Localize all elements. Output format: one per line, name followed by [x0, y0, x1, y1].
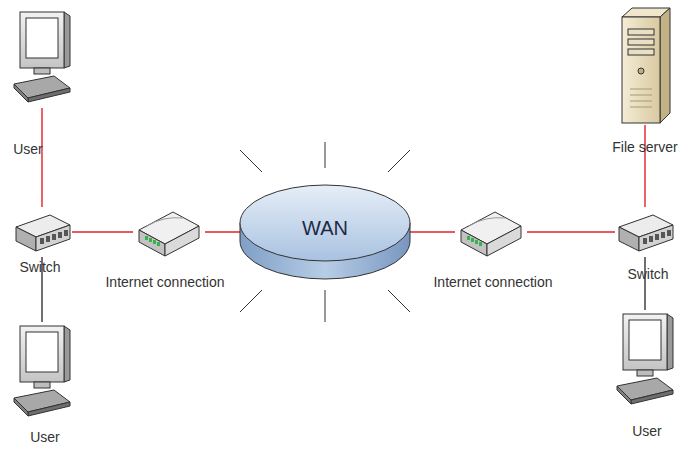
switch-icon: [16, 215, 70, 251]
wan-node: WAN: [240, 185, 410, 279]
pc-shape: [615, 310, 675, 410]
node-label: Internet connection: [105, 275, 224, 290]
pc-node: User: [12, 322, 72, 422]
wan-icon: [240, 185, 410, 279]
network-link: [41, 108, 42, 207]
pc-icon: [14, 326, 70, 416]
modem-node: Internet connection: [133, 202, 205, 262]
pc-icon: [14, 12, 70, 102]
switch-node: Switch: [12, 207, 72, 257]
switch-shape: [615, 207, 675, 257]
switch-shape: [12, 207, 72, 257]
pc-shape: [12, 8, 72, 108]
node-label: WAN: [302, 217, 348, 239]
modem-shape: [455, 202, 527, 262]
node-label: User: [632, 424, 662, 439]
node-label: User: [13, 142, 43, 157]
pc-icon: [617, 314, 673, 404]
node-label: Switch: [627, 267, 668, 282]
node-label: User: [30, 430, 60, 445]
server-node: File server: [618, 5, 672, 125]
modem-node: Internet connection: [455, 202, 527, 262]
network-link: [205, 231, 240, 232]
modem-icon: [139, 212, 199, 256]
network-link: [644, 257, 645, 310]
wan-spikes: [240, 142, 410, 322]
server-icon: [622, 8, 670, 123]
network-link: [527, 231, 615, 232]
modem-icon: [461, 212, 521, 256]
server-shape: [618, 5, 672, 125]
switch-icon: [619, 215, 673, 251]
node-label: File server: [612, 140, 677, 155]
network-link: [644, 125, 645, 207]
node-label: Switch: [19, 260, 60, 275]
pc-node: User: [615, 310, 675, 410]
modem-shape: [133, 202, 205, 262]
pc-shape: [12, 322, 72, 422]
network-link: [410, 231, 455, 232]
network-link: [72, 231, 133, 232]
pc-node: User: [12, 8, 72, 108]
switch-node: Switch: [615, 207, 675, 257]
node-label: Internet connection: [433, 275, 552, 290]
